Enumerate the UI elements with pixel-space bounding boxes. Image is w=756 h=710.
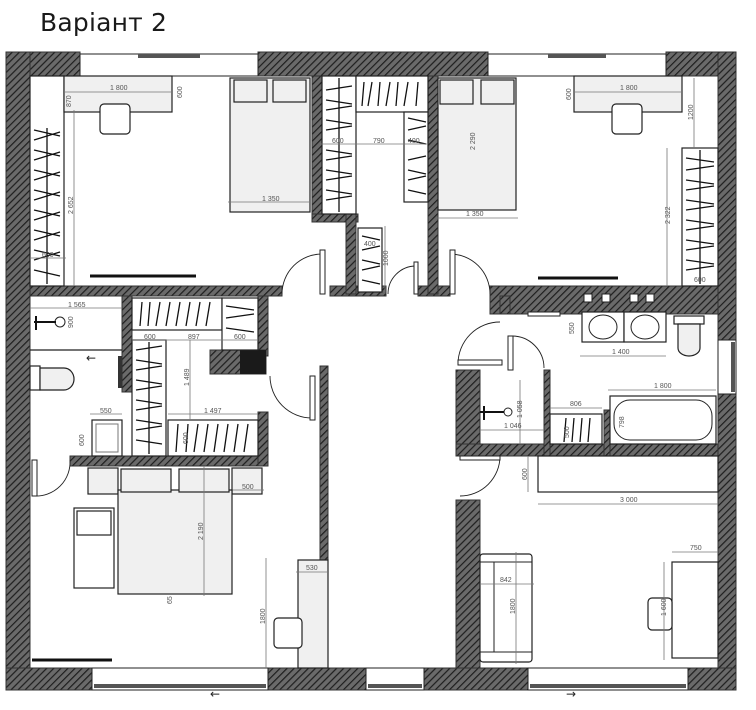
dim-label: 2 322 [665,206,672,224]
dim-label: 1800 [510,598,517,614]
dressing-center: 600 790 400 400 1000 [320,75,429,293]
dim-label: 806 [570,401,582,408]
dim-label: 1000 [383,250,390,266]
dim-label: 600 [79,434,86,446]
dim-label: 900 [68,316,75,328]
bedroom-bottom-left: 500 2 190 65 530 1800 ← [32,466,329,701]
dim-label: 1 350 [262,196,280,203]
dim-label: 400 [364,241,376,248]
dim-label: 897 [188,334,200,341]
dim-label: 790 [373,138,385,145]
dim-label: 550 [569,322,576,334]
bathroom-left: 1 565 900 ← 550 600 [29,302,123,457]
toilet-tank [673,315,705,325]
dim-label: 798 [619,416,626,428]
bedroom-top-left: 1 800 870 600 2 652 600 1 350 [29,75,311,287]
desk [297,559,329,669]
outer-walls [5,51,737,691]
plan-title: Варіант 2 [40,8,168,37]
dim-label: 600 [144,334,156,341]
dim-label: 500 [564,426,571,438]
dim-label: 2 290 [470,132,477,150]
toilet-icon [677,323,701,357]
dim-label: 1 489 [184,368,191,386]
sliding-arrow-icon: ← [86,351,96,365]
chair [611,103,643,135]
chair [273,617,303,649]
dim-label: 1 800 [620,85,638,92]
walk-in-closet: 600 897 600 1 489 1 497 600 [131,297,259,457]
dim-label: 842 [500,577,512,584]
dim-label: 1 800 [110,85,128,92]
dim-label: 2 652 [68,196,75,214]
dim-label: 870 [66,95,73,107]
dim-label: 400 [408,138,420,145]
dim-label: 1 058 [517,400,524,418]
sliding-arrow-icon: ← [210,687,220,701]
radiator [527,311,561,317]
dim-label: 1 400 [612,349,630,356]
dim-label: 1 800 [654,383,672,390]
dim-label: 600 [522,468,529,480]
dim-label: 1 497 [204,408,222,415]
doors [31,249,545,497]
dim-label: 2 190 [198,522,205,540]
bathroom-right: 550 1 400 1 800 798 806 500 1 058 1 046 [480,293,717,445]
windows [79,53,737,691]
dim-label: 550 [100,408,112,415]
dim-label: 1 046 [504,423,522,430]
dim-label: 600 [177,86,184,98]
dim-label: 500 [242,484,254,491]
dim-label: 65 [167,596,174,604]
dim-label: 3 000 [620,497,638,504]
dim-label: 600 [566,88,573,100]
sliding-arrow-icon: → [566,687,576,701]
dim-label: 600 [234,334,246,341]
dim-label: 1200 [688,104,695,120]
shower-head-icon [503,407,513,417]
cabinet [537,455,719,493]
dim-label: 1 565 [68,302,86,309]
chair [99,103,131,135]
towel-rail [118,356,122,388]
living-room: 600 3 000 842 1800 750 1 600 → [479,455,719,701]
sofa [479,553,533,663]
dim-label: 750 [690,545,702,552]
dim-label: 1 600 [661,598,668,616]
dim-label: 600 [183,432,190,444]
dim-label: 600 [42,252,54,259]
chair [647,597,673,631]
desk [671,561,719,659]
sink [91,419,123,457]
shower-head-icon [54,316,66,328]
dim-label: 530 [306,565,318,572]
double-bed [117,489,233,595]
toilet-icon [39,367,75,391]
dim-label: 1 350 [466,211,484,218]
bedroom-top-right: 1 350 2 290 1 800 600 1200 2 322 600 [436,75,719,287]
dim-label: 600 [694,277,706,284]
toilet-tank [29,365,41,391]
dim-label: 600 [332,138,344,145]
dim-label: 1800 [260,608,267,624]
